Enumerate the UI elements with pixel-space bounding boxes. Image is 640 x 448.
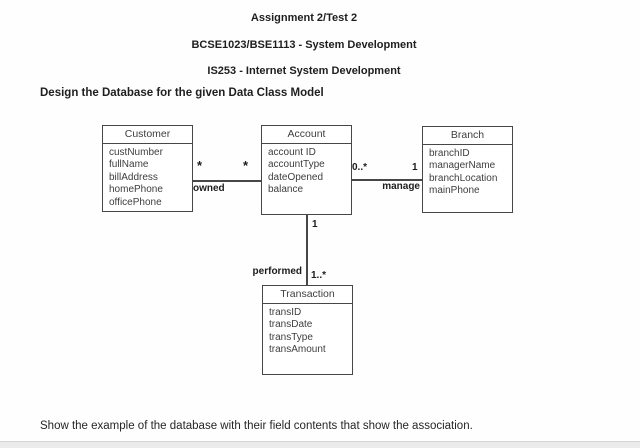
class-attributes-transaction: transID transDate transType transAmount xyxy=(263,304,352,357)
class-attribute: transDate xyxy=(269,319,313,331)
class-attribute: accountType xyxy=(268,159,325,171)
class-attribute: managerName xyxy=(429,160,496,172)
association-label-manage: manage xyxy=(382,181,420,192)
course-code-line-1: BCSE1023/BSE1113 - System Development xyxy=(191,39,417,51)
association-label-performed: performed xyxy=(252,266,302,277)
assignment-title: Assignment 2/Test 2 xyxy=(250,12,358,24)
association-line-owned xyxy=(193,180,261,182)
class-attribute: billAddress xyxy=(109,171,158,183)
class-attribute: transType xyxy=(269,331,313,343)
class-attribute: transID xyxy=(269,307,302,318)
class-attribute: custNumber xyxy=(109,147,163,158)
class-attribute: branchID xyxy=(429,148,470,159)
multiplicity-performed-account-end: 1 xyxy=(312,219,318,230)
class-box-transaction: Transaction transID transDate transType … xyxy=(262,285,353,375)
class-attribute: fullName xyxy=(109,159,149,171)
class-name-branch: Branch xyxy=(423,127,512,145)
class-attribute: branchLocation xyxy=(429,172,498,184)
class-attribute: balance xyxy=(268,184,304,196)
class-name-customer: Customer xyxy=(103,126,192,144)
footer-instruction: Show the example of the database with th… xyxy=(40,420,473,432)
class-attribute: officePhone xyxy=(109,196,162,208)
class-attribute: account ID xyxy=(268,147,316,158)
class-attribute: homePhone xyxy=(109,184,163,196)
class-box-customer: Customer custNumber fullName billAddress… xyxy=(102,125,193,212)
multiplicity-performed-transaction-end: 1..* xyxy=(311,270,327,281)
multiplicity-manage-account-end: 0..* xyxy=(352,162,368,173)
class-attributes-customer: custNumber fullName billAddress homePhon… xyxy=(103,144,192,209)
multiplicity-manage-branch-end: 1 xyxy=(412,162,418,173)
class-attribute: transAmount xyxy=(269,344,326,356)
class-box-account: Account account ID accountType dateOpene… xyxy=(261,125,352,215)
design-task-instruction: Design the Database for the given Data C… xyxy=(40,87,324,99)
class-attributes-branch: branchID managerName branchLocation main… xyxy=(423,145,512,198)
class-attribute: mainPhone xyxy=(429,185,480,197)
association-line-performed xyxy=(306,215,308,285)
class-name-account: Account xyxy=(262,126,351,144)
class-box-branch: Branch branchID managerName branchLocati… xyxy=(422,126,513,213)
window-bottom-edge xyxy=(0,441,640,448)
association-label-owned: owned xyxy=(193,183,225,194)
course-code-line-2: IS253 - Internet System Development xyxy=(207,65,401,77)
association-line-manage xyxy=(352,179,422,181)
multiplicity-owned-customer-end: * xyxy=(197,158,203,173)
class-attribute: dateOpened xyxy=(268,171,324,183)
class-name-transaction: Transaction xyxy=(263,286,352,304)
multiplicity-owned-account-end: * xyxy=(243,158,249,173)
class-attributes-account: account ID accountType dateOpened balanc… xyxy=(262,144,351,197)
